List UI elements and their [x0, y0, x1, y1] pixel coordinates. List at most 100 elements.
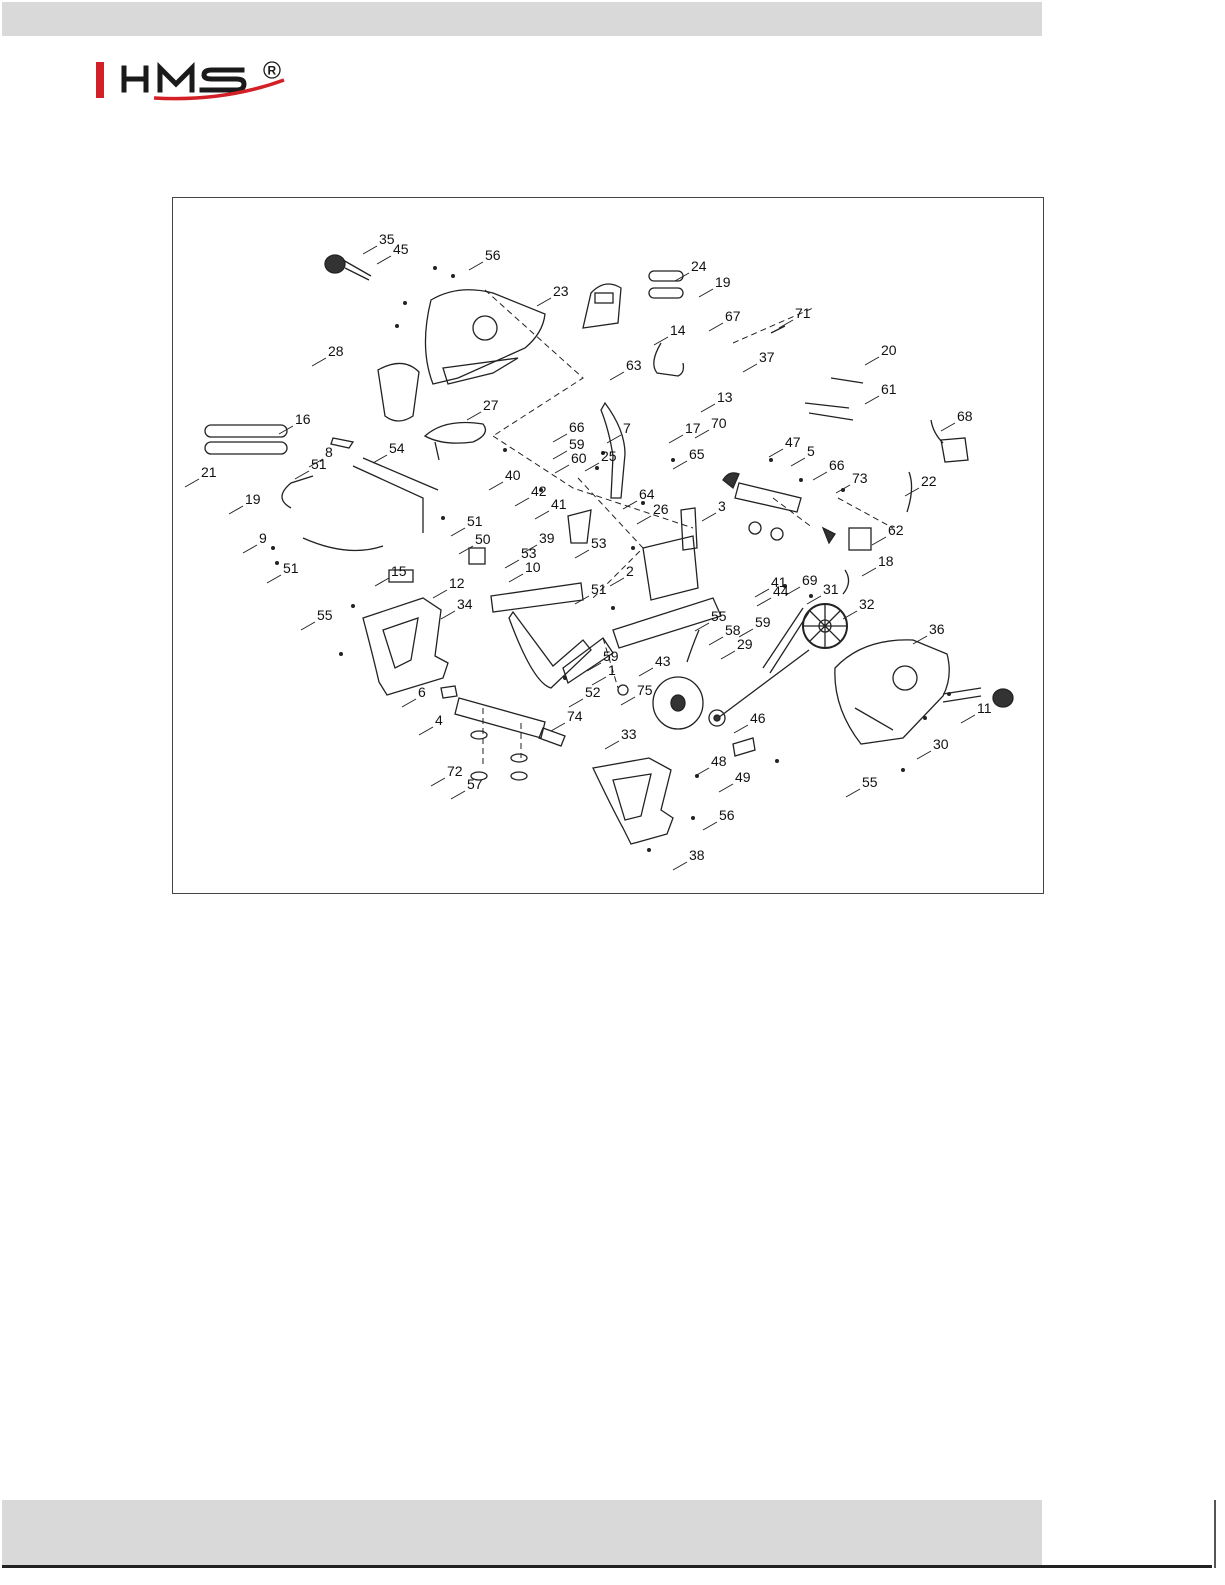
leader-line: [535, 511, 549, 519]
part-label-3: 3: [718, 498, 726, 514]
leader-line: [605, 741, 619, 749]
diagram-drawing: 3545562324196771142863372013612716717706…: [173, 198, 1045, 895]
part-label-10: 10: [525, 559, 541, 575]
part-label-28: 28: [328, 343, 344, 359]
part-label-60: 60: [571, 450, 587, 466]
leader-line: [846, 789, 860, 797]
leader-line: [721, 651, 735, 659]
part-label-67: 67: [725, 308, 741, 324]
part-label-37: 37: [759, 349, 775, 365]
leader-line: [917, 751, 931, 759]
leader-line: [757, 598, 771, 606]
part-label-23: 23: [553, 283, 569, 299]
part-label-43: 43: [655, 653, 671, 669]
leader-line: [769, 449, 783, 457]
leader-line: [402, 699, 416, 707]
part-label-27: 27: [483, 397, 499, 413]
part-label-15: 15: [391, 563, 407, 579]
part-label-12: 12: [449, 575, 465, 591]
leader-line: [695, 623, 709, 631]
leader-line: [377, 256, 391, 264]
part-label-55: 55: [317, 607, 333, 623]
part-label-18: 18: [878, 553, 894, 569]
part-label-59: 59: [755, 614, 771, 630]
part-label-73: 73: [852, 470, 868, 486]
leader-line: [702, 513, 716, 521]
leader-line: [267, 575, 281, 583]
leader-line: [575, 596, 589, 604]
part-label-47: 47: [785, 434, 801, 450]
leader-line: [553, 451, 567, 459]
part-label-52: 52: [585, 684, 601, 700]
leader-line: [699, 289, 713, 297]
header-bar: [2, 2, 1042, 36]
part-label-48: 48: [711, 753, 727, 769]
part-label-61: 61: [881, 381, 897, 397]
leader-line: [701, 404, 715, 412]
part-label-26: 26: [653, 501, 669, 517]
part-label-5: 5: [807, 443, 815, 459]
leader-line: [301, 622, 315, 630]
part-label-66: 66: [569, 419, 585, 435]
part-label-62: 62: [888, 522, 904, 538]
leader-line: [185, 479, 199, 487]
part-label-71: 71: [795, 305, 811, 321]
leader-line: [569, 699, 583, 707]
svg-text:R: R: [268, 64, 277, 78]
part-label-46: 46: [750, 710, 766, 726]
part-label-22: 22: [921, 473, 937, 489]
leader-line: [610, 372, 624, 380]
leader-line: [862, 568, 876, 576]
leader-line: [419, 727, 433, 735]
leader-line: [865, 357, 879, 365]
leader-line: [509, 574, 523, 582]
part-label-25: 25: [601, 448, 617, 464]
part-label-45: 45: [393, 241, 409, 257]
part-label-56: 56: [719, 807, 735, 823]
part-label-11: 11: [977, 700, 992, 716]
part-label-72: 72: [447, 763, 463, 779]
part-label-21: 21: [201, 464, 217, 480]
leader-line: [451, 791, 465, 799]
part-label-33: 33: [621, 726, 637, 742]
hms-logo: R: [94, 58, 312, 102]
leader-line: [431, 778, 445, 786]
part-label-53: 53: [591, 535, 607, 551]
part-label-55: 55: [862, 774, 878, 790]
part-label-51: 51: [591, 581, 607, 597]
leader-line: [555, 465, 569, 473]
leader-line: [551, 723, 565, 731]
part-label-65: 65: [689, 446, 705, 462]
leader-line: [639, 668, 653, 676]
part-label-29: 29: [737, 636, 753, 652]
part-label-51: 51: [467, 513, 483, 529]
part-label-74: 74: [567, 708, 583, 724]
leader-line: [695, 768, 709, 776]
part-label-6: 6: [418, 684, 426, 700]
leader-line: [673, 862, 687, 870]
part-label-57: 57: [467, 776, 483, 792]
part-label-69: 69: [802, 572, 818, 588]
part-label-41: 41: [551, 496, 567, 512]
part-label-1: 1: [608, 662, 616, 678]
leader-line: [709, 323, 723, 331]
leader-line: [433, 590, 447, 598]
leader-line: [941, 423, 955, 431]
part-label-14: 14: [670, 322, 686, 338]
leader-line: [743, 364, 757, 372]
part-label-31: 31: [823, 581, 839, 597]
part-label-66: 66: [829, 457, 845, 473]
leader-line: [719, 784, 733, 792]
part-label-9: 9: [259, 530, 267, 546]
footer-bar: [2, 1500, 1042, 1565]
part-label-16: 16: [295, 411, 311, 427]
part-label-51: 51: [283, 560, 299, 576]
part-label-24: 24: [691, 258, 707, 274]
leader-line: [243, 545, 257, 553]
leader-line: [312, 358, 326, 366]
leader-line: [872, 537, 886, 545]
leader-line: [637, 516, 651, 524]
part-label-2: 2: [626, 563, 634, 579]
leader-line: [961, 715, 975, 723]
